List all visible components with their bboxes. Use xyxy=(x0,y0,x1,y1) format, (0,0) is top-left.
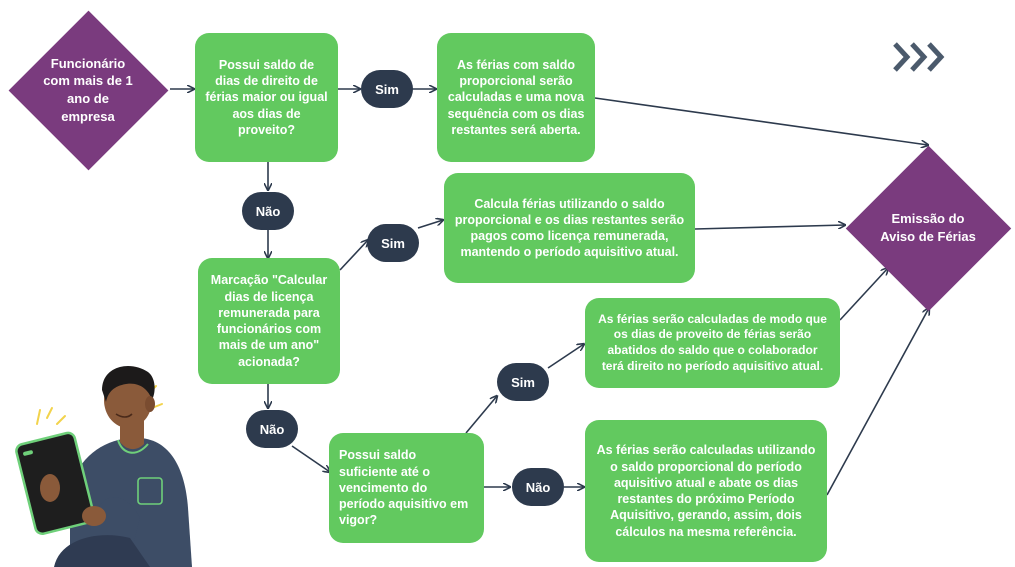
result-3-box: As férias serão calculadas de modo que o… xyxy=(585,298,840,388)
arrow-r1-to-end xyxy=(594,97,928,145)
yes-label-2: Sim xyxy=(367,224,419,262)
result-4-box: As férias serão calculadas utilizando o … xyxy=(585,420,827,562)
question-3-box: Possui saldo suficiente até o vencimento… xyxy=(329,433,484,543)
yes-label-3: Sim xyxy=(497,363,549,401)
arrow-r2-to-end xyxy=(694,225,845,230)
arrow-r3-to-end xyxy=(839,268,888,321)
arrow-r4-to-end xyxy=(826,308,929,496)
arrow-nao2-to-q3 xyxy=(291,445,330,472)
person-with-tablet-illustration xyxy=(15,366,192,567)
end-label: Emissão do Aviso de Férias xyxy=(880,211,976,244)
arrow-q3-to-sim3 xyxy=(465,396,497,434)
arrow-sim2-to-r2 xyxy=(417,220,443,229)
end-diamond: Emissão do Aviso de Férias xyxy=(845,145,1011,311)
no-label-2: Não xyxy=(246,410,298,448)
start-diamond: Funcionário com mais de 1 ano de empresa xyxy=(8,10,168,170)
question-1-box: Possui saldo de dias de direito de féria… xyxy=(195,33,338,162)
start-label: Funcionário com mais de 1 ano de empresa xyxy=(43,55,133,124)
triple-chevron-right-icon xyxy=(893,42,945,72)
arrow-q2-to-sim2 xyxy=(339,240,368,271)
result-2-box: Calcula férias utilizando o saldo propor… xyxy=(444,173,695,283)
arrow-sim3-to-r3 xyxy=(547,344,584,369)
result-1-box: As férias com saldo proporcional serão c… xyxy=(437,33,595,162)
no-label-1: Não xyxy=(242,192,294,230)
question-2-box: Marcação "Calcular dias de licença remun… xyxy=(198,258,340,384)
no-label-3: Não xyxy=(512,468,564,506)
yes-label-1: Sim xyxy=(361,70,413,108)
